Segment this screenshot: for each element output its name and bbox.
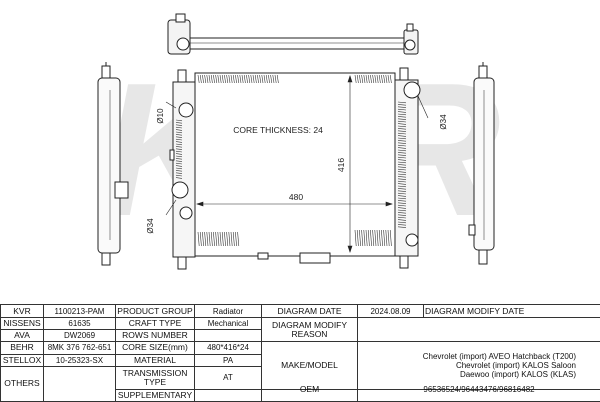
stellox-value: 10-25323-SX bbox=[43, 353, 116, 367]
diameter-34-right-label: Ø34 bbox=[439, 114, 448, 130]
transmission-type-label: TRANSMISSION TYPE bbox=[115, 365, 195, 390]
model-1: Chevrolet (import) AVEO Hatchback (T200) bbox=[422, 352, 576, 362]
radiator-drawing: KVR bbox=[97, 13, 501, 270]
nissens-value: 61635 bbox=[43, 317, 116, 331]
core-fins bbox=[175, 74, 407, 247]
nissens-label: NISSENS bbox=[0, 317, 44, 331]
oem-value: 96536524/96443476/96816482 bbox=[357, 382, 600, 397]
core-thickness-label: CORE THICKNESS: 24 bbox=[233, 125, 323, 135]
kvr-value: 1100213-PAM bbox=[43, 303, 116, 319]
dimensions bbox=[165, 75, 429, 253]
model-2: Chevrolet (import) KALOS Saloon bbox=[455, 361, 576, 371]
behr-value: 8MK 376 762-651 bbox=[43, 341, 116, 355]
craft-type-value: Mechanical bbox=[194, 317, 262, 331]
craft-type-label: CRAFT TYPE bbox=[115, 317, 195, 331]
supplementary-label: SUPPLEMENTARY bbox=[115, 388, 195, 402]
transmission-type-value: AT bbox=[194, 365, 262, 390]
diagram-modify-reason-value bbox=[357, 317, 600, 343]
supplementary-value bbox=[194, 388, 262, 402]
diagram-date-label: DIAGRAM DATE bbox=[261, 303, 358, 319]
height-dimension: 416 bbox=[336, 158, 346, 172]
oem-label: OEM bbox=[261, 382, 358, 397]
core-size-label: CORE SIZE(mm) bbox=[115, 341, 195, 355]
diameter-10-label: Ø10 bbox=[156, 108, 165, 124]
material-value: PA bbox=[194, 353, 262, 367]
make-model-value: Chevrolet (import) AVEO Hatchback (T200)… bbox=[357, 341, 600, 390]
width-dimension: 480 bbox=[289, 192, 303, 202]
product-group-label: PRODUCT GROUP bbox=[115, 303, 195, 319]
left-side-view bbox=[97, 62, 129, 266]
diagram-modify-reason-label: DIAGRAM MODIFY REASON bbox=[261, 317, 358, 343]
ava-label: AVA bbox=[0, 329, 44, 343]
core-size-value: 480*416*24 bbox=[194, 341, 262, 355]
diameter-34-left-label: Ø34 bbox=[146, 218, 155, 234]
kvr-label: KVR bbox=[0, 303, 44, 319]
diagram-date-value: 2024.08.09 bbox=[357, 303, 424, 319]
material-label: MATERIAL bbox=[115, 353, 195, 367]
ava-value: DW2069 bbox=[43, 329, 116, 343]
right-side-view bbox=[468, 62, 495, 265]
others-label: OTHERS bbox=[0, 365, 44, 402]
rows-number-value bbox=[194, 329, 262, 343]
front-view bbox=[169, 67, 421, 270]
others-value bbox=[43, 365, 116, 402]
top-view-tank bbox=[167, 13, 419, 55]
make-model-label: MAKE/MODEL bbox=[261, 341, 358, 390]
product-group-value: Radiator bbox=[194, 303, 262, 319]
stellox-label: STELLOX bbox=[0, 353, 44, 367]
diagram-modify-date-label: DIAGRAM MODIFY DATE bbox=[423, 303, 600, 319]
behr-label: BEHR bbox=[0, 341, 44, 355]
spec-table: KVR 1100213-PAM PRODUCT GROUP Radiator D… bbox=[0, 303, 600, 402]
model-3: Daewoo (import) KALOS (KLAS) bbox=[459, 370, 576, 380]
rows-number-label: ROWS NUMBER bbox=[115, 329, 195, 343]
